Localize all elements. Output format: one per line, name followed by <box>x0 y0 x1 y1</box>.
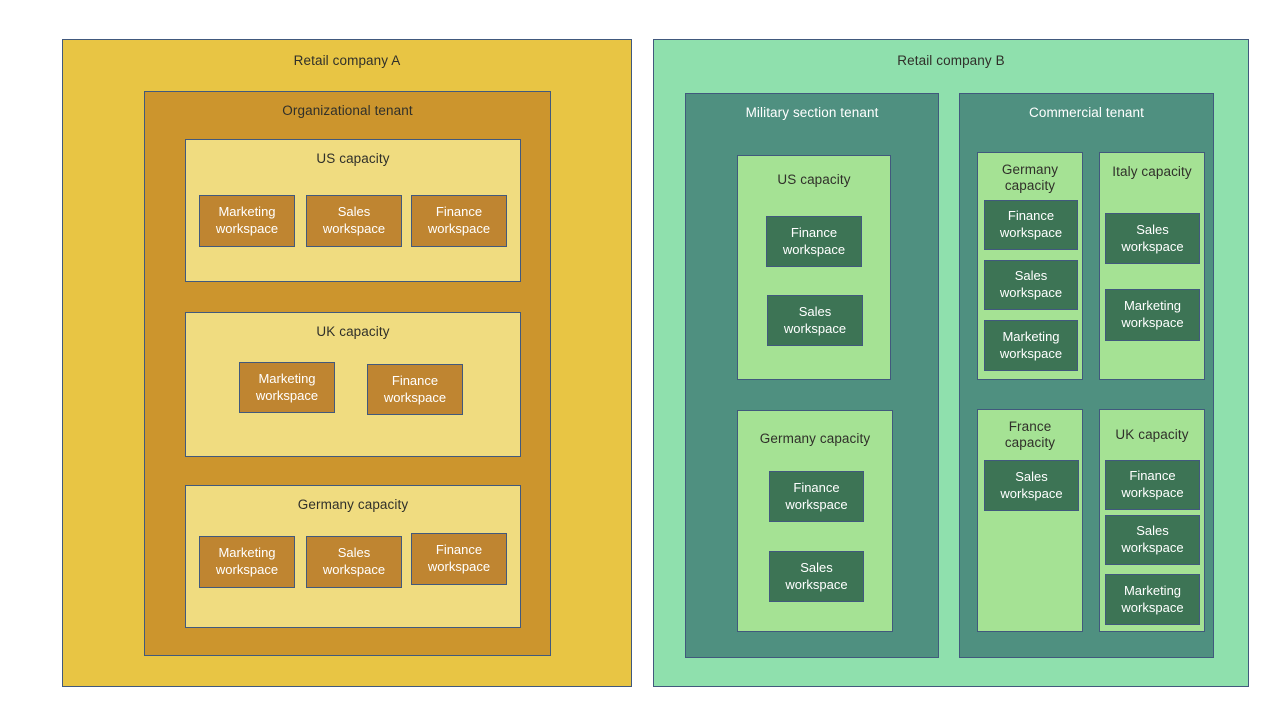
workspace-label: Marketing workspace <box>1121 582 1184 615</box>
workspace-label: Sales workspace <box>999 268 1063 300</box>
workspace-finance-germany-mil: Finance workspace <box>769 471 864 522</box>
company-a-title: Retail company A <box>293 53 401 68</box>
workspace-finance-uk-com: Finance workspace <box>1105 460 1200 510</box>
workspace-sales-france-com: Sales workspace <box>984 460 1079 511</box>
capacity-us-a-title: US capacity <box>316 151 390 166</box>
workspace-finance-germany-a: Finance workspace <box>411 533 507 585</box>
workspace-label: Finance workspace <box>383 372 447 405</box>
workspace-label: Sales workspace <box>785 559 848 592</box>
workspace-label: Marketing workspace <box>215 545 279 577</box>
capacity-germany-a-title: Germany capacity <box>297 497 409 512</box>
workspace-finance-us-a: Finance workspace <box>411 195 507 247</box>
workspace-sales-italy-com: Sales workspace <box>1105 213 1200 264</box>
workspace-label: Marketing workspace <box>1121 298 1184 330</box>
workspace-marketing-us-a: Marketing workspace <box>199 195 295 247</box>
capacity-us-a-box: US capacity Marketing workspace Sales wo… <box>185 139 521 282</box>
organizational-tenant-title: Organizational tenant <box>282 103 413 118</box>
company-b-title: Retail company B <box>897 53 1005 68</box>
capacity-germany-com-title: Germany capacity <box>1001 162 1059 194</box>
commercial-tenant-title: Commercial tenant <box>1029 105 1144 120</box>
workspace-label: Finance workspace <box>427 542 491 574</box>
workspace-sales-germany-mil: Sales workspace <box>769 551 864 602</box>
workspace-label: Finance workspace <box>999 208 1063 240</box>
workspace-label: Finance workspace <box>1121 468 1184 500</box>
capacity-germany-com-box: Germany capacity Finance workspace Sales… <box>977 152 1083 380</box>
workspace-label: Marketing workspace <box>255 370 319 403</box>
workspace-finance-germany-com: Finance workspace <box>984 200 1078 250</box>
capacity-uk-a-title: UK capacity <box>316 324 390 339</box>
capacity-germany-mil-title: Germany capacity <box>759 431 871 446</box>
workspace-sales-uk-com: Sales workspace <box>1105 515 1200 565</box>
workspace-label: Sales workspace <box>1121 523 1184 555</box>
company-b-box: Retail company B Military section tenant… <box>653 39 1249 687</box>
workspace-label: Finance workspace <box>427 204 491 236</box>
workspace-label: Sales workspace <box>1000 468 1063 501</box>
workspace-label: Sales workspace <box>1121 221 1184 254</box>
workspace-label: Marketing workspace <box>999 328 1063 361</box>
workspace-marketing-uk-a: Marketing workspace <box>239 362 335 413</box>
workspace-marketing-germany-com: Marketing workspace <box>984 320 1078 371</box>
workspace-sales-us-mil: Sales workspace <box>767 295 863 346</box>
workspace-marketing-uk-com: Marketing workspace <box>1105 574 1200 625</box>
capacity-uk-com-title: UK capacity <box>1115 427 1189 442</box>
workspace-label: Finance workspace <box>782 224 846 257</box>
capacity-germany-mil-box: Germany capacity Finance workspace Sales… <box>737 410 893 632</box>
workspace-label: Sales workspace <box>783 303 847 336</box>
workspace-label: Marketing workspace <box>215 204 279 236</box>
capacity-us-mil-title: US capacity <box>777 172 851 187</box>
capacity-us-mil-box: US capacity Finance workspace Sales work… <box>737 155 891 380</box>
workspace-finance-us-mil: Finance workspace <box>766 216 862 267</box>
capacity-italy-com-box: Italy capacity Sales workspace Marketing… <box>1099 152 1205 380</box>
capacity-uk-a-box: UK capacity Marketing workspace Finance … <box>185 312 521 457</box>
workspace-label: Sales workspace <box>322 545 386 577</box>
capacity-france-com-box: France capacity Sales workspace <box>977 409 1083 632</box>
capacity-france-com-title: France capacity <box>1004 419 1056 451</box>
company-a-box: Retail company A Organizational tenant U… <box>62 39 632 687</box>
workspace-sales-us-a: Sales workspace <box>306 195 402 247</box>
workspace-marketing-italy-com: Marketing workspace <box>1105 289 1200 341</box>
workspace-marketing-germany-a: Marketing workspace <box>199 536 295 588</box>
capacity-uk-com-box: UK capacity Finance workspace Sales work… <box>1099 409 1205 632</box>
organizational-tenant-box: Organizational tenant US capacity Market… <box>144 91 551 656</box>
workspace-sales-germany-a: Sales workspace <box>306 536 402 588</box>
workspace-sales-germany-com: Sales workspace <box>984 260 1078 310</box>
military-tenant-title: Military section tenant <box>745 105 879 120</box>
capacity-germany-a-box: Germany capacity Marketing workspace Sal… <box>185 485 521 628</box>
workspace-finance-uk-a: Finance workspace <box>367 364 463 415</box>
workspace-label: Finance workspace <box>785 479 848 512</box>
workspace-label: Sales workspace <box>322 204 386 236</box>
military-tenant-box: Military section tenant US capacity Fina… <box>685 93 939 658</box>
capacity-italy-com-title: Italy capacity <box>1112 164 1192 179</box>
commercial-tenant-box: Commercial tenant Germany capacity Finan… <box>959 93 1214 658</box>
